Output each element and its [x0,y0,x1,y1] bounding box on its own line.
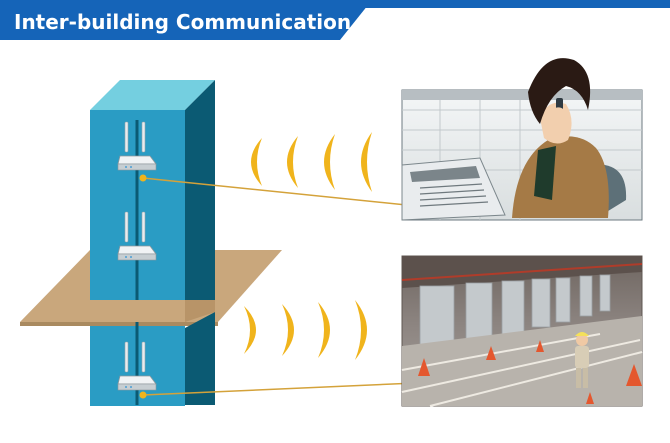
monitor-icon [401,157,506,221]
office-scene [401,58,643,221]
header-banner: Inter-building Communication [0,0,670,40]
wireless-signal-icon [251,132,372,192]
tower-lower-side [185,312,215,405]
tower-upper-side [185,80,215,300]
tower-top [90,80,215,110]
floor-plate-side [185,300,215,322]
floor-plate-front [90,300,185,322]
wireless-signal-icon [244,300,367,360]
page-title: Inter-building Communication [14,10,351,34]
building-tower [90,80,215,406]
office-worker [512,58,609,218]
garage-worker [575,332,589,388]
garage-scene [401,255,643,407]
